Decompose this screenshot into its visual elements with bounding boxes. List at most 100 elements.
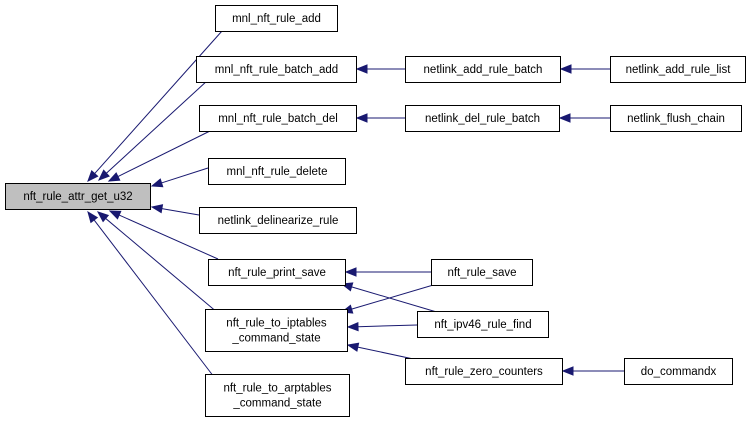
edge-line [357, 324, 418, 328]
arrowhead-icon [87, 210, 99, 224]
node-label: netlink_del_rule_batch [425, 113, 540, 125]
node-box [196, 56, 357, 83]
edge-line [161, 167, 209, 184]
edge-zero_counters-to-to_ipt [346, 342, 419, 361]
node-label: nft_rule_to_iptables [226, 318, 327, 330]
arrowhead-icon [96, 211, 110, 223]
node-root[interactable]: nft_rule_attr_get_u32 [5, 183, 151, 210]
node-label: netlink_delinearize_rule [218, 215, 339, 227]
node-print_save[interactable]: nft_rule_print_save [208, 259, 346, 286]
nodes-layer: nft_rule_attr_get_u32 mnl_nft_rule_addmnl… [5, 5, 746, 417]
node-label: netlink_flush_chain [627, 113, 725, 125]
arrowhead-icon [150, 178, 164, 188]
edge-batch_add-to-root [98, 79, 209, 181]
node-delete[interactable]: mnl_nft_rule_delete [208, 158, 346, 185]
node-label: nft_rule_print_save [228, 267, 326, 279]
arrowhead-icon [346, 342, 360, 352]
edge-line [351, 282, 441, 310]
edge-line [93, 219, 215, 378]
edges-layer [87, 30, 624, 378]
edge-nl_add_batch-to-batch_add [355, 64, 405, 74]
arrowhead-icon [559, 64, 572, 74]
node-label: netlink_add_rule_list [626, 64, 732, 76]
edge-line [161, 208, 200, 216]
node-box [431, 259, 533, 286]
arrowhead-icon [87, 170, 99, 183]
node-zero_counters[interactable]: nft_rule_zero_counters [405, 358, 563, 385]
node-to_arpt[interactable]: nft_rule_to_arptables _command_state [205, 374, 350, 417]
edge-nl_add_list-to-nl_add_batch [559, 64, 610, 74]
edge-ipv46_find-to-to_ipt [346, 321, 418, 332]
node-label: netlink_add_rule_batch [424, 64, 543, 76]
edge-do_commandx-to-zero_counters [561, 366, 624, 376]
node-label: _command_state [232, 398, 321, 410]
node-delin[interactable]: netlink_delinearize_rule [199, 207, 357, 234]
node-label: nft_ipv46_rule_find [434, 319, 531, 331]
edge-line [106, 79, 209, 174]
node-add[interactable]: mnl_nft_rule_add [215, 5, 338, 32]
arrowhead-icon [107, 172, 121, 182]
node-box [215, 5, 338, 32]
node-box [405, 358, 563, 385]
edge-nl_del_batch-to-batch_del [355, 113, 405, 123]
node-box [405, 105, 560, 132]
arrowhead-icon [355, 64, 368, 74]
node-label: mnl_nft_rule_add [232, 13, 321, 25]
node-do_commandx[interactable]: do_commandx [624, 358, 733, 385]
arrowhead-icon [150, 204, 164, 214]
node-box [610, 56, 746, 83]
arrowhead-icon [355, 113, 368, 123]
node-label: nft_rule_attr_get_u32 [23, 191, 132, 203]
node-box [417, 311, 549, 338]
node-box [610, 105, 742, 132]
edge-line [94, 30, 223, 174]
edge-delete-to-root [150, 167, 209, 188]
edge-to_arpt-to-root [87, 210, 215, 378]
node-nl_add_batch[interactable]: netlink_add_rule_batch [405, 56, 561, 83]
node-box [208, 259, 346, 286]
node-label: do_commandx [641, 366, 717, 378]
arrowhead-icon [98, 169, 110, 181]
edge-line [118, 214, 219, 260]
node-box [199, 105, 357, 132]
node-flush_chain[interactable]: netlink_flush_chain [610, 105, 742, 132]
arrowhead-icon [344, 267, 357, 277]
node-box [5, 183, 151, 210]
node-label: nft_rule_to_arptables [223, 383, 331, 395]
edge-line [351, 286, 441, 314]
edge-rule_save-to-print_save [344, 267, 431, 277]
node-label: mnl_nft_rule_batch_add [215, 64, 338, 76]
node-box [208, 158, 346, 185]
node-label: nft_rule_zero_counters [425, 366, 543, 378]
edge-batch_del-to-root [107, 129, 213, 182]
edge-delin-to-root [150, 204, 200, 216]
node-box [205, 374, 350, 417]
arrowhead-icon [558, 113, 571, 123]
node-box [205, 309, 348, 352]
node-nl_del_batch[interactable]: netlink_del_rule_batch [405, 105, 560, 132]
node-ipv46_find[interactable]: nft_ipv46_rule_find [417, 311, 549, 338]
edge-to_ipt-to-root [96, 211, 219, 314]
node-label: _command_state [231, 333, 320, 345]
edge-flush_chain-to-nl_del_batch [558, 113, 610, 123]
edge-add-to-root [87, 30, 223, 183]
node-label: mnl_nft_rule_batch_del [218, 113, 338, 125]
node-nl_add_list[interactable]: netlink_add_rule_list [610, 56, 746, 83]
node-batch_add[interactable]: mnl_nft_rule_batch_add [196, 56, 357, 83]
node-box [624, 358, 733, 385]
arrowhead-icon [346, 321, 359, 332]
node-box [199, 207, 357, 234]
node-label: mnl_nft_rule_delete [226, 166, 327, 178]
edge-line [117, 129, 213, 178]
node-rule_save[interactable]: nft_rule_save [431, 259, 533, 286]
arrowhead-icon [108, 210, 122, 220]
edge-line [105, 218, 219, 314]
arrowhead-icon [561, 366, 574, 376]
node-batch_del[interactable]: mnl_nft_rule_batch_del [199, 105, 357, 132]
node-to_ipt[interactable]: nft_rule_to_iptables _command_state [205, 309, 348, 352]
edge-line [357, 346, 419, 361]
edge-print_save-to-root [108, 210, 219, 260]
node-box [405, 56, 561, 83]
node-label: nft_rule_save [447, 267, 516, 279]
